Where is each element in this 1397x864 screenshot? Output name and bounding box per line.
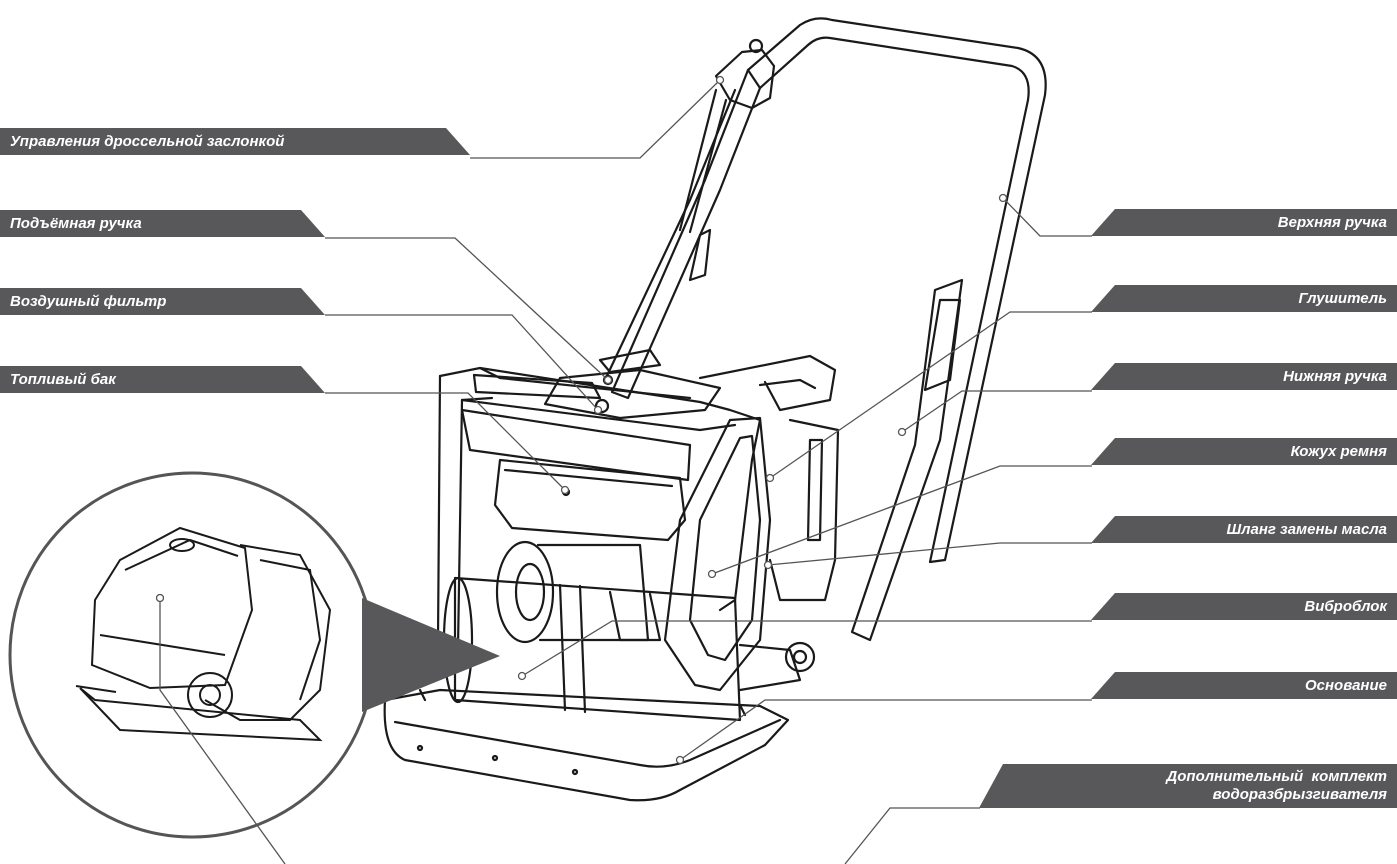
leader-base [679,699,1092,761]
label-water-kit-line1: Дополнительный комплект [1166,768,1387,785]
leader-water-kit [844,807,980,864]
left-handle-bar [610,68,762,400]
label-fuel-tank: Топливый бак [0,366,325,393]
label-upper-handle: Верхняя ручка [1091,209,1397,236]
label-lifting-handle: Подъёмная ручка [0,210,325,237]
label-base: Основание [1091,672,1397,699]
throttle-lever [714,48,776,110]
fuel-tank-shape [493,458,687,542]
label-lower-handle: Нижняя ручка [1091,363,1397,390]
label-oil-drain-hose: Шланг замены масла [1091,516,1397,543]
leader-inset-tank [159,598,286,864]
leader-fuel-tank [325,392,566,491]
leader-upper-handle [1002,197,1092,237]
inset-arrow [362,598,500,712]
leader-throttle [470,79,721,159]
lower-handle-shape [850,278,964,642]
belt-cover-shape [663,416,772,692]
label-belt-cover: Кожух ремня [1091,438,1397,465]
label-vibro-unit: Виброблок [1091,593,1397,620]
leader-oil-hose [767,542,1092,566]
base-plate [383,688,790,802]
leader-muffler [769,311,1092,479]
label-muffler: Глушитель [1091,285,1397,312]
upper-handle-shape [746,17,1047,564]
leader-vibro [521,620,1092,677]
leader-lower-handle [901,390,1092,433]
leader-air-filter [325,314,599,411]
air-filter-shape [543,368,722,420]
label-water-kit: Дополнительный комплект водоразбрызгиват… [979,764,1397,808]
label-throttle: Управления дроссельной заслонкой [0,128,470,155]
label-air-filter: Воздушный фильтр [0,288,325,315]
leader-belt-cover [711,465,1092,575]
recoil-pulley [495,540,555,644]
label-water-kit-line2: водоразбрызгивателя [1212,786,1387,803]
engine-frame [438,366,762,612]
leader-lifting-handle [325,237,609,381]
water-kit-inset [8,471,376,839]
